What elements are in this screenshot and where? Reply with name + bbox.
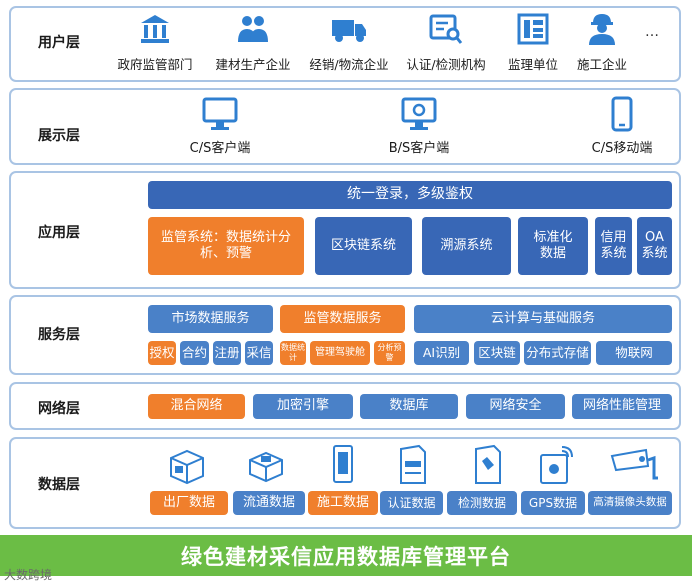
market-sub-register: 注册	[213, 341, 241, 365]
market-data-service: 市场数据服务	[148, 305, 273, 333]
user-item-government: 政府监管部门	[110, 12, 200, 73]
mobile-phone-icon	[611, 96, 633, 132]
cloud-service: 云计算与基础服务	[414, 305, 672, 333]
user-item-certification: 认证/检测机构	[398, 12, 494, 73]
unified-login-bar: 统一登录，多级鉴权	[148, 181, 672, 209]
user-item-label: 经销/物流企业	[309, 57, 389, 72]
cloud-sub-iot: 物联网	[596, 341, 672, 365]
display-item-label: C/S客户端	[189, 141, 251, 156]
worker-icon	[589, 14, 615, 45]
desktop-monitor-icon	[202, 97, 238, 130]
user-item-construction: 施工企业	[567, 12, 637, 73]
supervision-icon	[517, 13, 549, 45]
display-layer	[9, 88, 681, 165]
watermark-logo: 大数跨境	[4, 568, 53, 582]
display-item-mobile: C/S移动端	[572, 96, 672, 156]
regulatory-sub-warning: 分析预警	[374, 341, 405, 365]
platform-title: 绿色建材采信应用数据库管理平台	[0, 535, 692, 576]
user-item-logistics: 经销/物流企业	[301, 12, 397, 73]
app-layer-label: 应用层	[38, 225, 80, 241]
user-item-label: 认证/检测机构	[406, 57, 486, 72]
regulatory-sub-statistics: 数据统计	[280, 341, 306, 365]
network-layer-label: 网络层	[38, 401, 80, 417]
inspection-data-block: 检测数据	[447, 491, 517, 515]
user-item-label: 建材生产企业	[215, 57, 291, 72]
certification-doc-icon	[400, 444, 426, 484]
user-item-label: 监理单位	[507, 57, 558, 72]
standard-data-block: 标准化数据	[518, 217, 588, 275]
display-item-cs-client: C/S客户端	[170, 96, 270, 156]
factory-data-block: 出厂数据	[150, 491, 228, 515]
display-item-label: C/S移动端	[591, 141, 653, 156]
people-icon	[238, 16, 268, 42]
regulation-system-block: 监管系统：数据统计分析、预警	[148, 217, 304, 275]
hybrid-network-block: 混合网络	[148, 394, 245, 419]
user-item-label: 施工企业	[576, 57, 627, 72]
blockchain-system-block: 区块链系统	[315, 217, 412, 275]
data-layer-label: 数据层	[38, 477, 80, 493]
oa-system-block: OA系统	[637, 217, 672, 275]
web-browser-icon	[401, 97, 437, 130]
credit-system-block: 信用系统	[595, 217, 632, 275]
user-item-supervisor: 监理单位	[493, 12, 573, 73]
service-layer-label: 服务层	[38, 327, 80, 343]
gps-data-block: GPS数据	[521, 491, 585, 515]
more-ellipsis: …	[645, 24, 659, 40]
display-layer-label: 展示层	[38, 128, 80, 144]
network-security-block: 网络安全	[466, 394, 565, 419]
cloud-sub-ai: AI识别	[414, 341, 469, 365]
certificate-search-icon	[429, 14, 463, 44]
trace-system-block: 溯源系统	[422, 217, 511, 275]
encryption-engine-block: 加密引擎	[253, 394, 353, 419]
user-item-label: 政府监管部门	[117, 57, 193, 72]
construction-data-block: 施工数据	[308, 491, 378, 515]
user-layer-label: 用户层	[38, 35, 80, 51]
circulation-box-icon	[249, 451, 283, 483]
display-item-label: B/S客户端	[388, 141, 450, 156]
network-performance-block: 网络性能管理	[572, 394, 672, 419]
user-layer	[9, 6, 681, 82]
circulation-data-block: 流通数据	[233, 491, 305, 515]
market-sub-adopt: 采信	[245, 341, 273, 365]
cloud-sub-blockchain: 区块链	[474, 341, 520, 365]
truck-icon	[332, 20, 366, 42]
certification-data-block: 认证数据	[380, 491, 443, 515]
construction-doc-icon	[333, 445, 353, 483]
cloud-sub-storage: 分布式存储	[524, 341, 591, 365]
factory-box-icon	[170, 449, 204, 485]
camera-icon	[610, 448, 658, 480]
regulatory-sub-cockpit: 管理驾驶舱	[310, 341, 370, 365]
regulatory-data-service: 监管数据服务	[280, 305, 405, 333]
market-sub-authorize: 授权	[148, 341, 176, 365]
market-sub-contract: 合约	[180, 341, 209, 365]
inspection-doc-icon	[475, 444, 501, 484]
database-block: 数据库	[360, 394, 458, 419]
display-item-bs-client: B/S客户端	[369, 96, 469, 156]
gps-icon	[540, 446, 573, 484]
government-building-icon	[141, 15, 169, 43]
user-item-manufacturer: 建材生产企业	[208, 12, 298, 73]
camera-data-block: 高清摄像头数据	[588, 491, 672, 515]
